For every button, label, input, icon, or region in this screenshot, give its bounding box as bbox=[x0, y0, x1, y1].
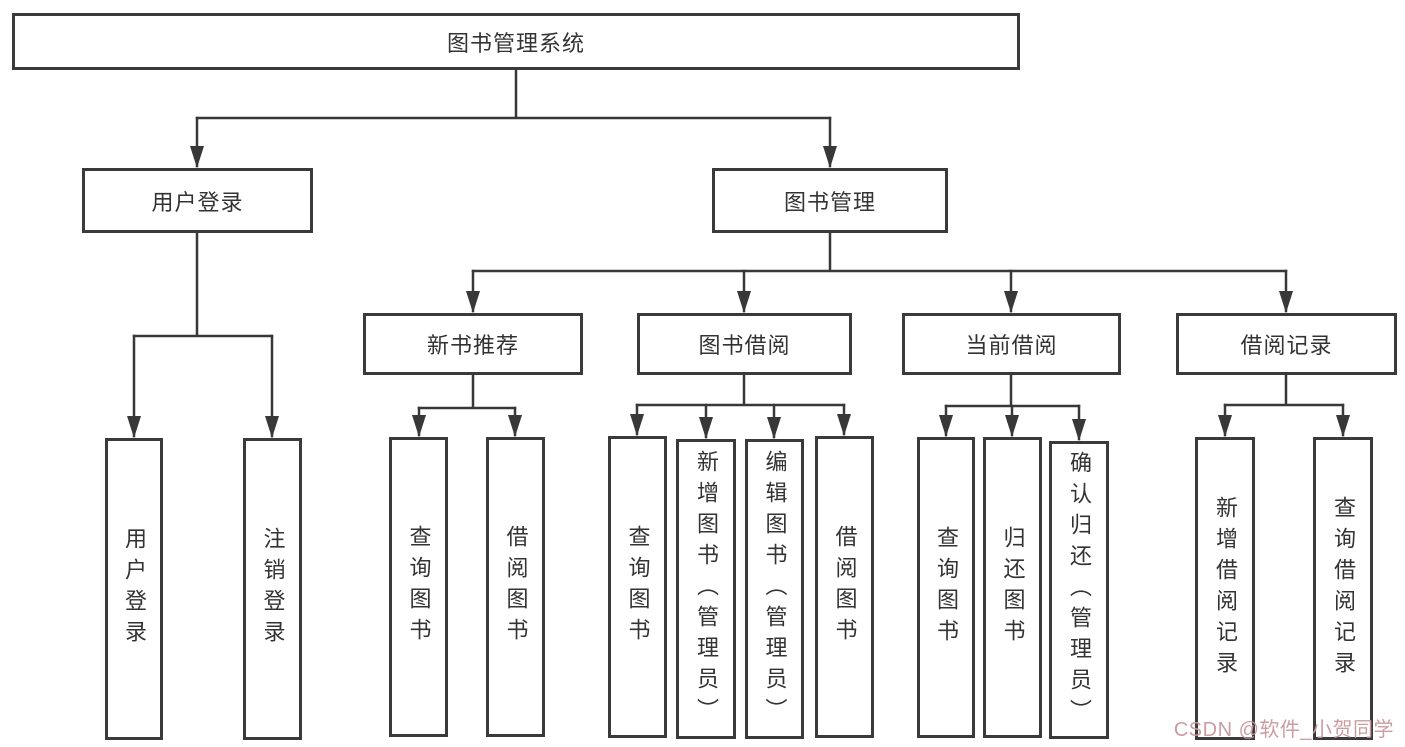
connector-path bbox=[132, 231, 274, 338]
node-label: 借阅图书 bbox=[832, 525, 858, 649]
leaf-query-borrow-record: 查询借阅记录 bbox=[1313, 437, 1373, 740]
node-current-borrowing: 当前借阅 bbox=[902, 313, 1121, 375]
node-label: 图书管理 bbox=[783, 189, 876, 215]
node-label: 当前借阅 bbox=[965, 333, 1058, 358]
connectors-user-login bbox=[127, 231, 279, 438]
connectors-root bbox=[190, 68, 837, 168]
connector-path bbox=[417, 373, 517, 410]
node-new-book-recommend: 新书推荐 bbox=[363, 313, 583, 375]
connector-path bbox=[471, 231, 1288, 273]
leaf-logout: 注销登录 bbox=[243, 438, 302, 740]
node-book-borrowing: 图书借阅 bbox=[637, 313, 852, 375]
leaf-add-book-admin: 新增图书（管理员） bbox=[676, 439, 736, 739]
connectors-current-borrowing bbox=[939, 373, 1086, 441]
connector-path bbox=[944, 373, 1081, 408]
node-label: 查询图书 bbox=[625, 525, 651, 649]
node-label: 编辑图书（管理员） bbox=[762, 449, 788, 729]
leaf-borrow-books-borrowing: 借阅图书 bbox=[815, 436, 874, 738]
leaf-add-borrow-record: 新增借阅记录 bbox=[1195, 437, 1255, 740]
node-label: 新书推荐 bbox=[426, 333, 519, 358]
node-label: 查询借阅记录 bbox=[1331, 495, 1356, 682]
node-borrowing-records: 借阅记录 bbox=[1176, 313, 1397, 375]
node-label: 注销登录 bbox=[260, 527, 286, 651]
leaf-confirm-return-admin: 确认归还（管理员） bbox=[1049, 441, 1109, 739]
node-label: 查询图书 bbox=[934, 525, 959, 650]
connectors-book-borrowing bbox=[630, 373, 851, 439]
node-label: 查询图书 bbox=[406, 525, 432, 649]
node-label: 用户登录 bbox=[151, 189, 244, 215]
leaf-return-book: 归还图书 bbox=[983, 437, 1042, 738]
csdn-watermark: CSDN @软件_小贺同学 bbox=[1173, 719, 1394, 741]
node-label: 新增借阅记录 bbox=[1213, 495, 1238, 682]
node-label: 归还图书 bbox=[1000, 525, 1026, 650]
leaf-query-books-recommend: 查询图书 bbox=[389, 437, 448, 737]
leaf-query-books-borrowing: 查询图书 bbox=[608, 436, 667, 738]
leaf-edit-book-admin: 编辑图书（管理员） bbox=[745, 439, 804, 739]
node-book-management-system: 图书管理系统 bbox=[12, 13, 1020, 70]
connector-path bbox=[635, 373, 846, 407]
node-label: 图书借阅 bbox=[698, 333, 791, 358]
connectors-book-management bbox=[466, 231, 1293, 313]
leaf-query-books-current: 查询图书 bbox=[917, 437, 975, 738]
node-label: 确认归还（管理员） bbox=[1067, 450, 1092, 730]
node-label: 借阅图书 bbox=[503, 525, 529, 649]
node-label: 借阅记录 bbox=[1240, 333, 1333, 358]
connectors-borrowing-records bbox=[1218, 373, 1350, 437]
node-user-login: 用户登录 bbox=[82, 168, 313, 233]
connector-path bbox=[195, 68, 832, 120]
node-label: 新增图书（管理员） bbox=[694, 449, 719, 729]
connectors-new-book-recommend bbox=[412, 373, 522, 437]
node-book-management: 图书管理 bbox=[712, 168, 948, 233]
node-label: 图书管理系统 bbox=[446, 30, 585, 56]
node-label: 用户登录 bbox=[122, 527, 147, 651]
leaf-user-login: 用户登录 bbox=[105, 438, 163, 740]
leaf-borrow-books-recommend: 借阅图书 bbox=[486, 437, 545, 737]
connector-path bbox=[1223, 373, 1345, 407]
